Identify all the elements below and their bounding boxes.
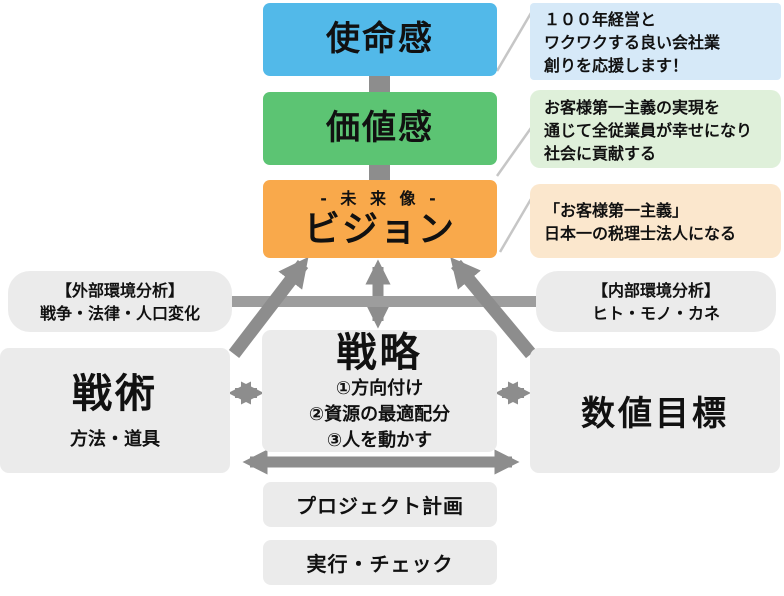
values-note-line: 通じて全従業員が幸せになり xyxy=(544,120,753,140)
strategy-title: 戦略 xyxy=(336,330,423,376)
external-analysis-body: 戦争・法律・人口変化 xyxy=(39,303,200,323)
vision-note-line: 「お客様第一主義」 xyxy=(544,201,689,220)
vision-note: 「お客様第一主義」 日本一の税理士法人になる xyxy=(530,184,781,258)
tactics-body: 方法・道具 xyxy=(70,428,160,450)
external-analysis-pill: 【外部環境分析】 戦争・法律・人口変化 xyxy=(8,271,232,332)
execute-check-box: 実行・チェック xyxy=(263,540,497,585)
mission-note-line: １００年経営と xyxy=(544,10,657,29)
vision-note-leader xyxy=(498,198,533,253)
values-note: お客様第一主義の実現を 通じて全従業員が幸せになり 社会に貢献する xyxy=(530,90,781,168)
values-note-leader xyxy=(495,127,533,177)
tactics-vision-arrow xyxy=(228,256,309,358)
numeric-targets-box: 数値目標 xyxy=(530,348,780,473)
tactics-title: 戦術 xyxy=(72,370,158,417)
strategy-box: 戦略 ①方向付け ②資源の最適配分 ③人を動かす xyxy=(262,330,497,452)
mission-note-leader xyxy=(495,12,533,72)
vision-label: ビジョン xyxy=(303,208,456,250)
project-plan-box: プロジェクト計画 xyxy=(263,482,497,527)
mission-label: 使命感 xyxy=(326,18,434,59)
tactics-box: 戦術 方法・道具 xyxy=(0,348,230,473)
numeric-targets-title: 数値目標 xyxy=(581,394,729,434)
analysis-link-bar xyxy=(226,296,540,307)
vision-note-line: 日本一の税理士法人になる xyxy=(544,224,737,243)
internal-analysis-pill: 【内部環境分析】 ヒト・モノ・カネ xyxy=(536,271,776,332)
project-plan-label: プロジェクト計画 xyxy=(296,494,464,518)
strategy-item: ②資源の最適配分 xyxy=(308,404,451,425)
vision-subtitle: - 未 来 像 - xyxy=(320,188,440,208)
strategy-item: ③人を動かす xyxy=(326,430,433,451)
internal-analysis-body: ヒト・モノ・カネ xyxy=(591,303,720,323)
execute-check-label: 実行・チェック xyxy=(306,552,454,576)
strategy-item: ①方向付け xyxy=(335,378,424,399)
external-analysis-title: 【外部環境分析】 xyxy=(55,280,184,300)
mission-note: １００年経営と ワクワクする良い会社業 創りを応援します！ xyxy=(530,3,781,80)
values-vision-connector xyxy=(369,161,390,184)
internal-analysis-title: 【内部環境分析】 xyxy=(591,280,720,300)
values-box: 価値感 xyxy=(263,92,497,165)
values-note-line: お客様第一主義の実現を xyxy=(544,97,721,117)
mission-note-line: 創りを応援します！ xyxy=(544,56,689,75)
values-label: 価値感 xyxy=(326,107,434,148)
mission-values-connector xyxy=(369,72,390,96)
targets-vision-arrow xyxy=(450,257,536,359)
values-note-line: 社会に貢献する xyxy=(544,143,657,163)
mission-note-line: ワクワクする良い会社業 xyxy=(544,33,721,52)
vision-box: - 未 来 像 - ビジョン xyxy=(263,180,497,258)
mission-box: 使命感 xyxy=(263,3,497,76)
